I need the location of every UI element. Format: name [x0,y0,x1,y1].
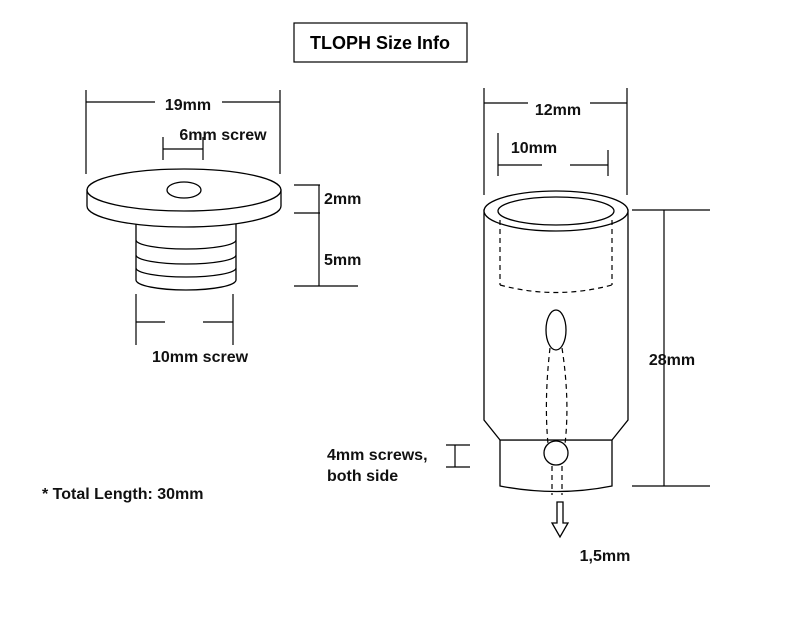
title: TLOPH Size Info [310,33,450,53]
cap-screw-label: 6mm screw [179,127,267,144]
title-box [293,22,468,63]
thread-line-1 [135,239,237,250]
tube-height-label: 28mm [649,352,695,369]
tube-top-opening [497,196,615,226]
cap-bottom-label: 10mm screw [152,349,249,366]
cap-thread-label: 5mm [324,252,361,269]
tube-outer-label: 12mm [535,102,581,119]
cap-screw-hole [166,181,202,199]
tube-screws-label-1: 4mm screws, [327,447,428,464]
cap-flange-label: 2mm [324,191,361,208]
tube-lower-section [499,439,613,493]
upper-screw-hole [545,309,567,351]
tube-screws-label-2: both side [327,468,398,485]
cap-thread-body [135,221,237,291]
thread-line-3 [135,267,237,278]
hole-label: 1,5mm [580,548,631,565]
tube-drawing: 1,5mm 12mm 10mm 28mm 4mm screws, both si… [327,88,710,565]
cap-width-label: 19mm [165,97,211,114]
tube-inner-bore [499,284,613,294]
lower-screw-hole [543,440,569,466]
hole-arrow [550,501,570,539]
thread-line-2 [135,254,237,265]
tube-inner-label: 10mm [511,140,557,157]
cap-drawing: 19mm 6mm screw 2mm 5mm 10mm screw [85,90,361,366]
total-length-note: * Total Length: 30mm [42,486,204,503]
